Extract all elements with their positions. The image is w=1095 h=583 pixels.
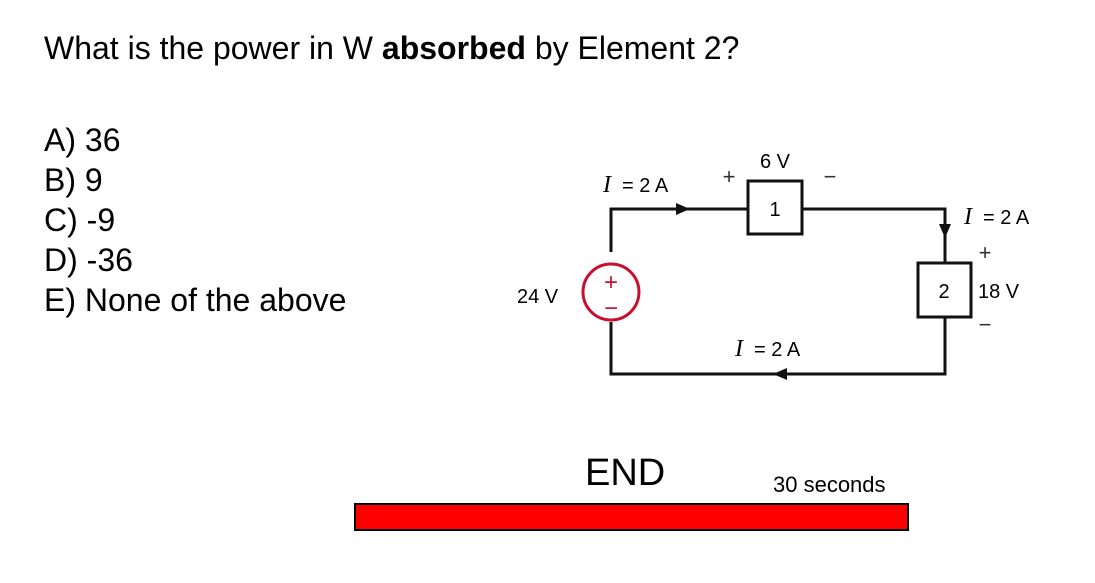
source-label: 24 V <box>517 286 559 308</box>
wire-top-right <box>803 207 947 262</box>
current-value-top: = 2 A <box>622 175 669 197</box>
voltage-source <box>581 262 641 322</box>
question-text: What is the power in W absorbed by Eleme… <box>44 30 739 67</box>
element-1-box <box>746 179 804 236</box>
current-symbol-bottom: I <box>734 336 744 362</box>
choice-b[interactable]: B) 9 <box>44 162 103 198</box>
question-suffix: by Element 2? <box>525 30 740 66</box>
current-arrow-right <box>939 224 951 238</box>
timer-label: 30 seconds <box>773 472 886 497</box>
element-2-id: 2 <box>938 281 949 303</box>
current-symbol-right: I <box>963 204 973 230</box>
timer-bar-fill <box>356 505 907 529</box>
current-value-bottom: = 2 A <box>754 339 801 361</box>
element-1-plus: + <box>723 164 736 189</box>
element-2-box <box>916 261 973 319</box>
choice-a[interactable]: A) 36 <box>44 122 121 158</box>
element-1-id: 1 <box>769 199 780 221</box>
current-symbol-top: I <box>602 172 612 198</box>
wire-top-left <box>609 207 747 252</box>
element-1-voltage: 6 V <box>760 151 791 173</box>
end-label: END <box>585 452 666 494</box>
question-emphasis: absorbed <box>381 30 526 66</box>
current-arrow-top <box>676 203 690 215</box>
source-minus: − <box>604 295 618 322</box>
element-2-minus: − <box>979 312 992 337</box>
question-prefix: What is the power in W <box>44 30 382 66</box>
answer-choices: A) 36 B) 9 C) -9 D) -36 E) None of the a… <box>44 120 346 320</box>
timer-bar <box>354 503 909 531</box>
choice-d[interactable]: D) -36 <box>44 242 133 278</box>
choice-c[interactable]: C) -9 <box>44 202 116 238</box>
element-2-plus: + <box>979 240 992 265</box>
choice-e[interactable]: E) None of the above <box>44 282 347 318</box>
element-1-minus: − <box>824 164 837 189</box>
element-2-voltage: 18 V <box>978 281 1020 303</box>
current-value-right: = 2 A <box>983 207 1030 229</box>
current-arrow-bottom <box>773 368 787 380</box>
source-plus: + <box>604 269 618 296</box>
